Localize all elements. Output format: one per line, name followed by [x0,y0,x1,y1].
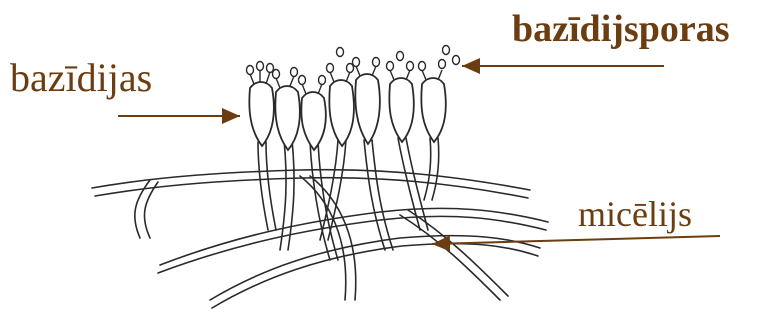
basidia-stalks [258,138,439,260]
basidium [389,78,414,142]
mycelium-label: micēlijs [578,196,692,232]
basidium [355,74,380,144]
hypha [408,210,508,296]
basidium [421,78,446,142]
hypha [144,182,158,238]
hypha [95,178,528,198]
mycelium-arrow [432,236,720,244]
basidiospores-label: bazīdijsporas [512,10,729,48]
hypha [310,176,356,300]
basidium [301,92,326,150]
basidia-label: bazīdijas [10,58,152,98]
basidium [275,86,300,150]
hypha [212,244,538,308]
basidium [329,80,354,146]
hypha [400,215,500,300]
basidium [249,82,274,146]
